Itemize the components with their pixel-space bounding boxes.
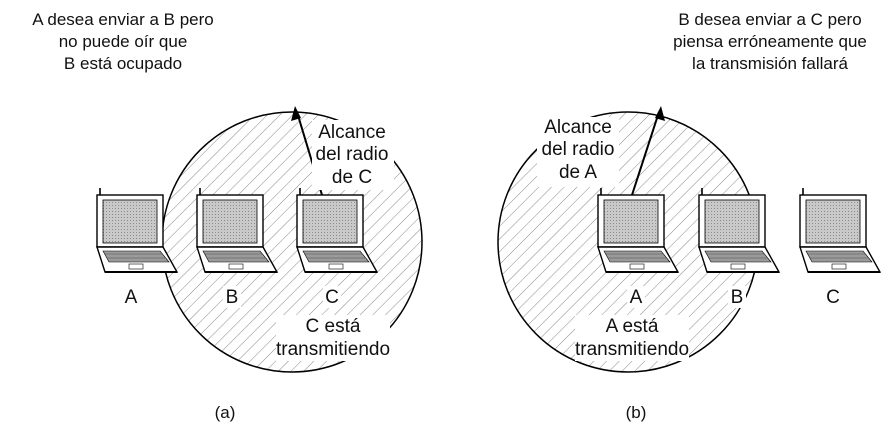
range-label-line: de A <box>559 162 597 183</box>
range-label-line: del radio <box>542 139 615 160</box>
station-label-a: A <box>125 287 138 308</box>
station-label-a-bg <box>627 286 645 308</box>
caption-line: piensa erróneamente que <box>673 32 867 51</box>
transmitting-status: A está transmitiendo <box>575 315 689 361</box>
panel-sublabel: (a) <box>215 403 236 422</box>
station-label-b: B <box>731 287 744 308</box>
range-arrow <box>631 111 660 196</box>
caption-line: B está ocupado <box>64 54 182 73</box>
range-label-line: Alcance <box>544 117 612 138</box>
station-label-a: A <box>630 287 643 308</box>
range-label-line: de C <box>332 167 372 188</box>
range-label-line: del radio <box>316 144 389 165</box>
panel-b-caption: B desea enviar a C pero piensa erróneame… <box>673 10 867 73</box>
range-label: Alcance del radio de C <box>312 120 394 190</box>
station-label-b-bg <box>223 286 241 308</box>
caption-line: la transmisión fallará <box>692 54 848 73</box>
arrowhead-icon <box>655 106 665 121</box>
status-line: transmitiendo <box>276 339 390 360</box>
station-label-c: C <box>826 287 840 308</box>
transmitting-status: C está transmitiendo <box>276 315 390 361</box>
caption-line: no puede oír que <box>59 32 188 51</box>
range-label: Alcance del radio de A <box>537 117 619 187</box>
caption-line: B desea enviar a C pero <box>678 10 861 29</box>
caption-line: A desea enviar a B pero <box>32 10 213 29</box>
panel-b: B desea enviar a C pero piensa erróneame… <box>497 10 881 422</box>
station-label-b-bg <box>728 286 746 308</box>
panel-sublabel: (b) <box>626 403 647 422</box>
status-line: C está <box>306 316 361 337</box>
laptop-icon <box>698 187 780 273</box>
panel-a-caption: A desea enviar a B pero no puede oír que… <box>32 10 213 73</box>
status-line: transmitiendo <box>575 339 689 360</box>
station-label-c: C <box>325 287 339 308</box>
station-label-c-bg <box>323 286 341 308</box>
panel-a: A desea enviar a B pero no puede oír que… <box>32 10 423 422</box>
status-line: A está <box>606 316 659 337</box>
arrowhead-icon <box>291 106 301 121</box>
laptop-icon <box>799 187 881 273</box>
station-label-b: B <box>226 287 239 308</box>
range-label-line: Alcance <box>318 122 386 143</box>
